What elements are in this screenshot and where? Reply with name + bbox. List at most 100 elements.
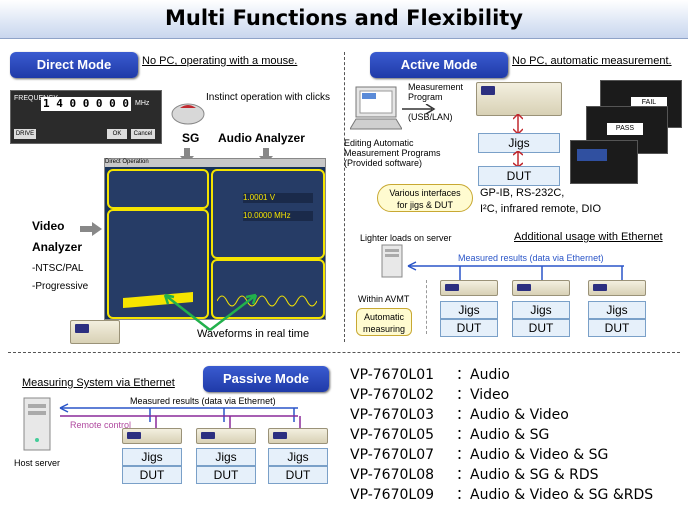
editing-label: Editing Automatic Measurement Programs (… [344, 138, 441, 168]
program-arrow-icon [402, 104, 436, 114]
model-row: VP-7670L08 ：Audio & SG & RDS [350, 464, 653, 484]
passive-unit-2-jigs: Jigs [196, 448, 256, 466]
horizontal-divider [8, 352, 680, 353]
audio-analyzer-label: Audio Analyzer [218, 131, 305, 145]
click-note: Instinct operation with clicks [206, 92, 330, 103]
sg-label: SG [182, 131, 200, 145]
active-ethernet-arrows [407, 261, 624, 280]
gpib-label: GP-IB, RS-232C, [480, 187, 565, 199]
model-row: VP-7670L05 ：Audio & SG [350, 424, 653, 444]
frequency-value[interactable]: 1 4 0 0 0 0 0 [41, 97, 131, 111]
within-bracket [426, 280, 428, 334]
model-code: VP-7670L01 [350, 367, 435, 383]
direct-operation-screen: Direct Operation 1.0001 V 10.0000 MHz [104, 158, 326, 320]
model-row: VP-7670L09 ：Audio & Video & SG &RDS [350, 484, 653, 504]
model-desc: ：Audio & Video & SG &RDS [456, 487, 654, 503]
model-code: VP-7670L08 [350, 467, 435, 483]
remote-control-label: Remote control [70, 420, 132, 430]
model-list: VP-7670L01 ：Audio VP-7670L02：Video VP-767… [350, 364, 653, 504]
active-unit-1-dut: DUT [440, 319, 498, 337]
active-unit-2-dut: DUT [512, 319, 570, 337]
interfaces-bubble: Various interfaces for jigs & DUT [377, 184, 473, 212]
passive-unit-3-dut: DUT [268, 466, 328, 484]
audio-panel: 1.0001 V 10.0000 MHz [211, 169, 325, 259]
passive-unit-1 [122, 428, 182, 444]
ntsc-label: -NTSC/PAL [32, 263, 84, 274]
waveform-panel [211, 259, 325, 319]
waveforms-label: Waveforms in real time [197, 328, 310, 340]
usb-label: (USB/LAN) [408, 112, 453, 122]
host-server-icon [23, 397, 51, 451]
waveform-arrows-icon [163, 293, 258, 331]
dut-arrow-icon [513, 151, 523, 167]
active-mode-label: Active Mode [370, 52, 508, 78]
audio-readout-2: 10.0000 MHz [243, 211, 313, 221]
model-row: VP-7670L01 ：Audio [350, 364, 653, 384]
video-panel [107, 209, 209, 319]
i2c-label: I²C, infrared remote, DIO [480, 203, 602, 215]
frequency-title: FREQUENCY [14, 95, 58, 102]
active-unit-1-jigs: Jigs [440, 301, 498, 319]
drive-button[interactable]: DRIVE [14, 129, 36, 139]
audio-waveform [217, 295, 317, 307]
frequency-window: FREQUENCY 1 4 0 0 0 0 0 MHz DRIVE OK Can… [10, 90, 162, 144]
host-server-label: Host server [14, 458, 61, 468]
direct-device [70, 320, 120, 344]
audio-readout-1: 1.0001 V [243, 193, 313, 203]
model-code: VP-7670L09 [350, 487, 435, 503]
within-label: Within AVMT [358, 294, 410, 304]
active-unit-3-dut: DUT [588, 319, 646, 337]
model-desc: ：Video [456, 387, 510, 403]
automatic-box: Automatic measuring [356, 308, 412, 336]
model-code: VP-7670L03 [350, 407, 435, 423]
laptop-icon [350, 86, 402, 130]
active-unit-3 [588, 280, 646, 296]
frequency-unit: MHz [135, 100, 150, 107]
passive-unit-3-jigs: Jigs [268, 448, 328, 466]
model-code: VP-7670L07 [350, 447, 435, 463]
pass-label: PASS [607, 123, 643, 135]
model-desc: ：Audio [456, 367, 510, 383]
model-desc: ：Audio & Video [456, 407, 569, 423]
active-mode-note: No PC, automatic measurement. [512, 55, 672, 67]
passive-unit-1-dut: DUT [122, 466, 182, 484]
passive-unit-2-dut: DUT [196, 466, 256, 484]
model-desc: ：Audio & SG [456, 427, 550, 443]
active-unit-3-jigs: Jigs [588, 301, 646, 319]
active-device [476, 82, 562, 116]
active-unit-1 [440, 280, 498, 296]
ok-button[interactable]: OK [107, 129, 127, 139]
analyzer-label: Analyzer [32, 240, 83, 254]
program-label: Measurement Program [408, 82, 464, 102]
screen-title: Direct Operation [105, 159, 325, 167]
jigs-arrow-icon [513, 114, 523, 134]
passive-mode-label: Passive Mode [203, 366, 329, 392]
title-bar [0, 0, 688, 39]
direct-mode-note: No PC, operating with a mouse. [142, 55, 298, 67]
passive-unit-2 [196, 428, 256, 444]
model-desc: ：Audio & SG & RDS [456, 467, 599, 483]
vertical-divider [344, 52, 345, 342]
model-desc: ：Audio & Video & SG [456, 447, 609, 463]
progressive-label: -Progressive [32, 281, 89, 292]
result-screen [570, 140, 638, 184]
model-row: VP-7670L02：Video [350, 384, 653, 404]
model-row: VP-7670L03 ：Audio & Video [350, 404, 653, 424]
active-unit-2-jigs: Jigs [512, 301, 570, 319]
model-code: VP-7670L05 [350, 427, 435, 443]
additional-label: Additional usage with Ethernet [514, 231, 663, 243]
model-row: VP-7670L07 ：Audio & Video & SG [350, 444, 653, 464]
active-unit-2 [512, 280, 570, 296]
passive-mode-note: Measuring System via Ethernet [22, 377, 175, 389]
mouse-icon [171, 103, 205, 125]
sg-panel [107, 169, 209, 209]
lighter-label: Lighter loads on server [360, 233, 452, 243]
passive-unit-1-jigs: Jigs [122, 448, 182, 466]
page-title: Multi Functions and Flexibility [164, 6, 523, 30]
server-icon [381, 244, 403, 278]
active-dut-box: DUT [478, 166, 560, 186]
cancel-button[interactable]: Cancel [131, 129, 155, 139]
video-arrow-icon [80, 222, 102, 236]
passive-measured-label: Measured results (data via Ethernet) [130, 396, 276, 406]
video-label: Video [32, 219, 65, 233]
